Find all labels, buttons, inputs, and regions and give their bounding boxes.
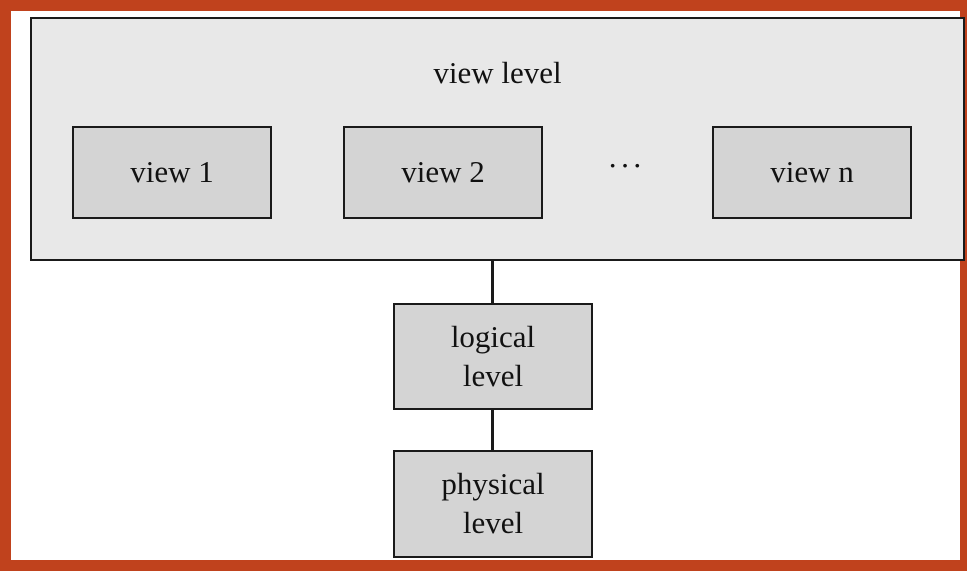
ellipsis: ···: [607, 148, 645, 183]
logical-level-line1: logical: [450, 318, 536, 354]
physical-level-line2: level: [462, 505, 524, 540]
physical-level-line1: physical: [441, 466, 545, 502]
view-1-label: view 1: [130, 154, 214, 190]
view-level-label: view level: [433, 55, 562, 90]
view-n-box: view n: [712, 126, 912, 219]
view-n-label: view n: [770, 154, 854, 190]
logical-level-line2: level: [462, 357, 524, 393]
connector-view-to-logical: [491, 261, 494, 304]
view-2-label: view 2: [401, 154, 485, 190]
physical-level-box: physical level: [393, 450, 593, 558]
view-2-box: view 2: [343, 126, 543, 219]
logical-level-box: logical level: [393, 303, 593, 410]
view-1-box: view 1: [72, 126, 272, 219]
connector-logical-to-physical: [491, 410, 494, 451]
